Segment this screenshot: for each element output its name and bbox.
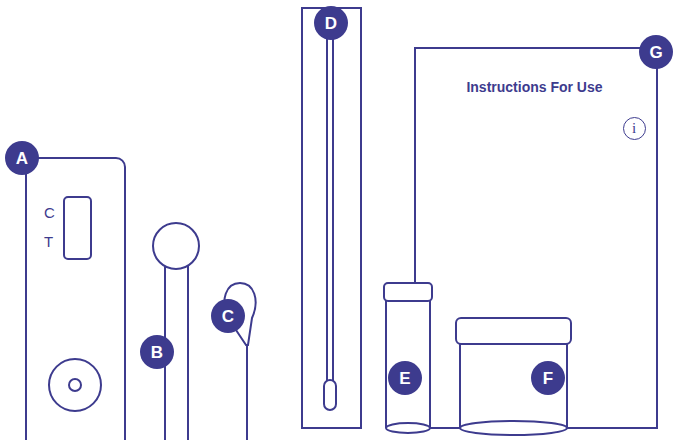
info-icon: i	[623, 117, 646, 140]
instructions-node: Instructions For Use i	[415, 48, 657, 428]
line-marker: T	[44, 234, 53, 249]
dropper-head	[153, 223, 199, 269]
result-window	[64, 197, 91, 259]
swab-pack	[302, 8, 361, 428]
swab-tip	[324, 380, 336, 410]
line-marker: C	[44, 205, 55, 220]
callout-letter: G	[649, 44, 662, 61]
callout-circle	[5, 141, 39, 175]
swab-stick	[327, 34, 333, 394]
callout-letter: C	[222, 308, 234, 325]
callout-letter: E	[399, 370, 410, 387]
callout-circle	[211, 299, 245, 333]
sheet-title: Instructions For Use	[466, 80, 602, 94]
callout-letter: D	[325, 15, 337, 32]
jar-bottom	[460, 421, 567, 435]
test-cassette	[26, 158, 125, 440]
sample-well	[49, 359, 101, 411]
callout-circle	[140, 335, 174, 369]
callout-circle	[639, 35, 673, 69]
tube-body	[386, 300, 430, 428]
callout-circle	[531, 361, 565, 395]
callout-circle	[314, 6, 348, 40]
jar-body	[460, 342, 567, 428]
callout-letter: F	[543, 370, 553, 387]
cassette-node: CT	[26, 158, 125, 440]
jar-lid	[456, 318, 571, 344]
callout-letter: A	[16, 150, 28, 167]
instructions-sheet	[415, 48, 657, 428]
tube-cap	[384, 283, 432, 301]
tube-bottom	[386, 423, 430, 433]
sample-well-hole	[69, 379, 81, 391]
callout-circle	[388, 361, 422, 395]
info-symbol: i	[632, 121, 636, 136]
tube-body	[386, 300, 430, 428]
callout-letter: B	[151, 344, 163, 361]
pipette-tip	[246, 345, 248, 440]
callout-circles	[5, 6, 673, 395]
